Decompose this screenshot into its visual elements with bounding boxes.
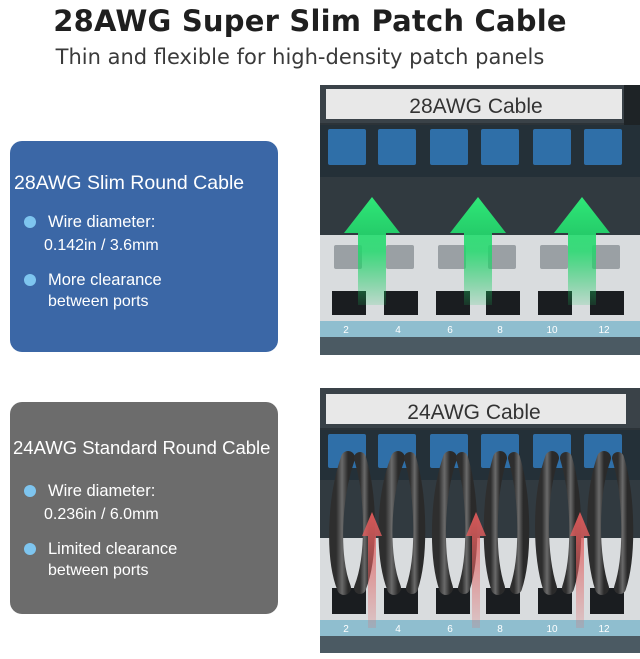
clearance-arrow-up-icon: [344, 197, 400, 305]
limited-clearance-arrow-icon: [362, 512, 382, 628]
clearance-arrow-up-icon: [554, 197, 610, 305]
slim-cable-card: 28AWG Slim Round Cable Wire diameter: 0.…: [10, 141, 278, 352]
standard-clearance-line1: Limited clearance: [48, 540, 178, 558]
slim-clearance-line1: More clearance: [48, 271, 162, 289]
standard-clearance-line2: between ports: [48, 562, 149, 579]
slim-clearance-line2: between ports: [48, 293, 149, 310]
lower-port-10: 10: [546, 624, 558, 635]
lower-port-4: 4: [395, 624, 401, 635]
slim-card-title: 28AWG Slim Round Cable: [14, 172, 245, 194]
slim-patch-panel-illustration: 28AWG Cable 5 6: [320, 85, 640, 355]
standard-card-title: 24AWG Standard Round Cable: [13, 437, 271, 458]
standard-cable-card: 24AWG Standard Round Cable Wire diameter…: [10, 402, 278, 614]
lower-port-4: 4: [395, 325, 401, 336]
limited-clearance-arrow-icon: [570, 512, 590, 628]
lower-port-2: 2: [343, 624, 349, 635]
lower-port-8: 8: [497, 325, 503, 336]
bullet-dot-icon: [24, 216, 36, 228]
slim-diameter-value: 0.142in / 3.6mm: [44, 237, 159, 254]
page-subtitle: Thin and flexible for high-density patch…: [55, 45, 545, 69]
slim-diameter-label: Wire diameter:: [48, 213, 156, 231]
standard-patch-panel-illustration: 24AWG Cable 5 6: [320, 388, 640, 653]
slim-panel-label: 28AWG Cable: [409, 95, 542, 118]
lower-port-6: 6: [447, 624, 453, 635]
lower-port-12: 12: [598, 325, 610, 336]
standard-panel-label: 24AWG Cable: [407, 401, 540, 424]
bullet-dot-icon: [24, 274, 36, 286]
standard-diameter-value: 0.236in / 6.0mm: [44, 506, 159, 523]
lower-port-12: 12: [598, 624, 610, 635]
page-title: 28AWG Super Slim Patch Cable: [53, 4, 567, 38]
lower-port-8: 8: [497, 624, 503, 635]
slim-patch-panel-image: 28AWG Cable 5 6: [320, 85, 640, 355]
standard-patch-panel-image: 24AWG Cable 5 6: [320, 388, 640, 653]
lower-port-2: 2: [343, 325, 349, 336]
bullet-dot-icon: [24, 485, 36, 497]
limited-clearance-arrow-icon: [466, 512, 486, 628]
clearance-arrow-up-icon: [450, 197, 506, 305]
lower-port-10: 10: [546, 325, 558, 336]
bullet-dot-icon: [24, 543, 36, 555]
standard-diameter-label: Wire diameter:: [48, 482, 156, 500]
lower-port-6: 6: [447, 325, 453, 336]
